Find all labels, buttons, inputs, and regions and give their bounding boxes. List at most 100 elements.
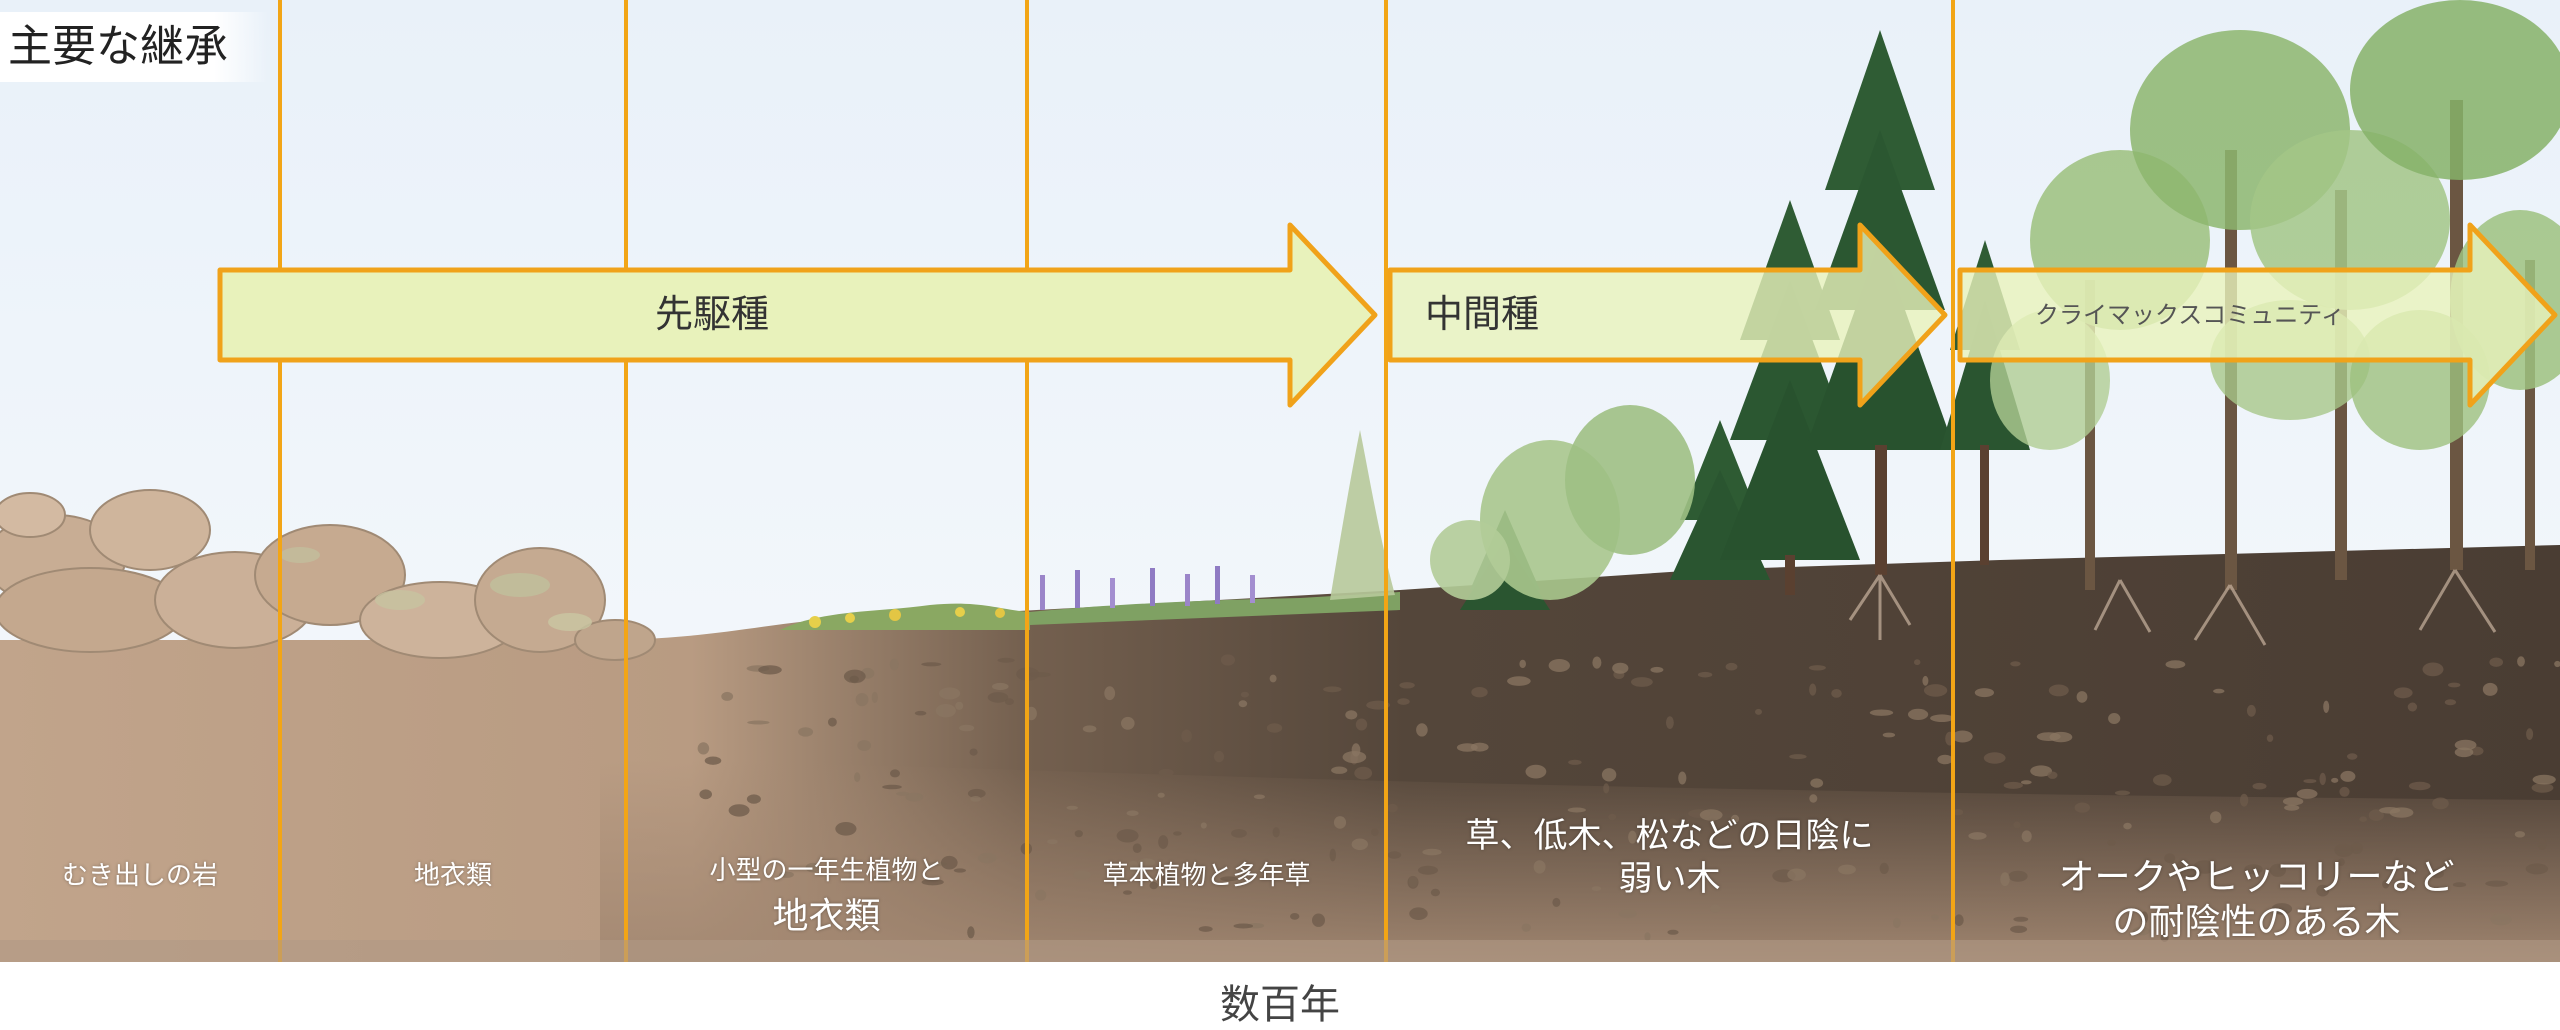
soil-pebble bbox=[1157, 792, 1165, 798]
soil-pebble bbox=[699, 789, 712, 800]
soil-pebble bbox=[1710, 904, 1721, 913]
soil-pebble bbox=[1628, 830, 1637, 844]
soil-pebble bbox=[1618, 909, 1637, 919]
soil-pebble bbox=[1612, 662, 1629, 674]
soil-pebble bbox=[871, 691, 878, 704]
soil-pebble bbox=[1567, 807, 1586, 813]
soil-pebble bbox=[2282, 797, 2304, 806]
soil-pebble bbox=[1869, 709, 1894, 716]
soil-pebble bbox=[992, 682, 1009, 691]
soil-pebble bbox=[1416, 723, 1428, 737]
soil-pebble bbox=[1808, 665, 1826, 671]
soil-pebble bbox=[2525, 863, 2549, 875]
pioneer-species-arrow bbox=[217, 222, 1378, 408]
soil-pebble bbox=[2331, 777, 2339, 783]
lichen-icon bbox=[280, 547, 592, 631]
timeline-label: 数百年 bbox=[1220, 982, 1340, 1028]
soil-pebble bbox=[1823, 841, 1832, 849]
soil-pebble bbox=[2532, 774, 2556, 785]
soil-pebble bbox=[969, 748, 978, 756]
soil-pebble bbox=[1035, 889, 1047, 901]
soil-pebbles bbox=[697, 654, 2560, 942]
soil-pebble bbox=[914, 710, 927, 716]
soil-pebble bbox=[2393, 687, 2413, 699]
soil-pebble bbox=[2030, 765, 2052, 777]
soil-pebble bbox=[2108, 713, 2121, 724]
soil-pebble bbox=[1983, 752, 2006, 764]
soil-pebble bbox=[2482, 682, 2498, 696]
soil-pebble bbox=[721, 691, 734, 701]
soil-pebble bbox=[955, 701, 964, 710]
soil-pebble bbox=[2160, 933, 2169, 942]
soil-pebble bbox=[2153, 774, 2172, 786]
soil-pebble bbox=[1699, 809, 1723, 821]
soil-pebble bbox=[805, 862, 820, 873]
soil-pebble bbox=[939, 687, 961, 700]
stage-label-annuals: 小型の一年生植物と 地衣類 bbox=[626, 855, 1027, 939]
soil-pebble bbox=[2334, 843, 2354, 857]
soil-pebble bbox=[704, 756, 722, 765]
soil-pebble bbox=[2296, 788, 2318, 799]
soil-pebble bbox=[2485, 880, 2509, 887]
soil-pebble bbox=[1922, 675, 1929, 686]
soil-pebble bbox=[2000, 872, 2010, 887]
soil-pebble bbox=[2165, 660, 2186, 669]
soil-pebble bbox=[1882, 732, 1896, 738]
soil-pebble bbox=[1004, 698, 1014, 705]
soil-pebble bbox=[1470, 742, 1489, 752]
soil-pebble bbox=[1198, 926, 1213, 932]
shrub-group bbox=[1430, 405, 1695, 600]
soil-pebble bbox=[1644, 932, 1651, 941]
soil-pebble bbox=[1548, 659, 1571, 672]
soil-pebble bbox=[873, 874, 896, 883]
soil-pebble bbox=[828, 717, 837, 727]
soil-pebble bbox=[2554, 660, 2560, 668]
soil-pebble bbox=[1181, 729, 1192, 743]
soil-pebble bbox=[2047, 771, 2058, 779]
soil-pebble bbox=[1253, 794, 1265, 800]
soil-pebble bbox=[1422, 848, 1442, 856]
soil-pebble bbox=[2339, 786, 2350, 797]
soil-pebble bbox=[1650, 666, 1664, 673]
soil-pebble bbox=[758, 665, 782, 675]
soil-pebble bbox=[2490, 913, 2512, 926]
stage-label-line: 弱い木 bbox=[1618, 858, 1721, 899]
soil-pebble bbox=[1968, 832, 1987, 840]
soil-pebble bbox=[1666, 716, 1674, 729]
soil-pebble bbox=[1220, 876, 1238, 882]
soil-pebble bbox=[1608, 813, 1617, 821]
soil-pebble bbox=[953, 868, 967, 873]
soil-pebble bbox=[1329, 848, 1337, 862]
soil-pebble bbox=[2284, 804, 2300, 811]
roots bbox=[1848, 569, 2497, 646]
soil-pebble bbox=[1952, 730, 1973, 743]
soil-pebble bbox=[1323, 686, 1342, 693]
soil-pebble bbox=[2210, 811, 2222, 824]
soil-pebble bbox=[1233, 923, 1254, 929]
soil-pebble bbox=[2013, 916, 2029, 922]
climax-community-arrow bbox=[1957, 222, 2558, 408]
soil-pebble bbox=[1930, 714, 1954, 722]
stage-label-shade-tolerant: オークやヒッコリーなど の耐陰性のある木 bbox=[1953, 855, 2560, 945]
soil-pebble bbox=[1126, 810, 1139, 816]
soil-pebble bbox=[1132, 843, 1142, 853]
soil-pebble bbox=[2244, 864, 2263, 875]
soil-pebble bbox=[1591, 886, 1602, 891]
soil-pebble bbox=[2408, 781, 2431, 791]
soil-pebble bbox=[1371, 828, 1379, 836]
soil-pebble bbox=[855, 693, 869, 707]
soil-pebble bbox=[2407, 702, 2418, 712]
soil-pebble bbox=[997, 657, 1015, 663]
soil-pebble bbox=[2076, 691, 2088, 703]
soil-pebble bbox=[2114, 790, 2131, 796]
soil-pebble bbox=[1121, 716, 1135, 730]
soil-pebble bbox=[2193, 860, 2216, 874]
soil-pebble bbox=[1351, 838, 1369, 851]
ground-shade bbox=[0, 940, 2560, 962]
soil-pebble bbox=[959, 724, 975, 732]
soil-pebble bbox=[889, 658, 899, 671]
soil-pebble bbox=[2537, 839, 2547, 850]
soil-pebble bbox=[2246, 704, 2256, 717]
soil-pebble bbox=[1601, 768, 1617, 782]
